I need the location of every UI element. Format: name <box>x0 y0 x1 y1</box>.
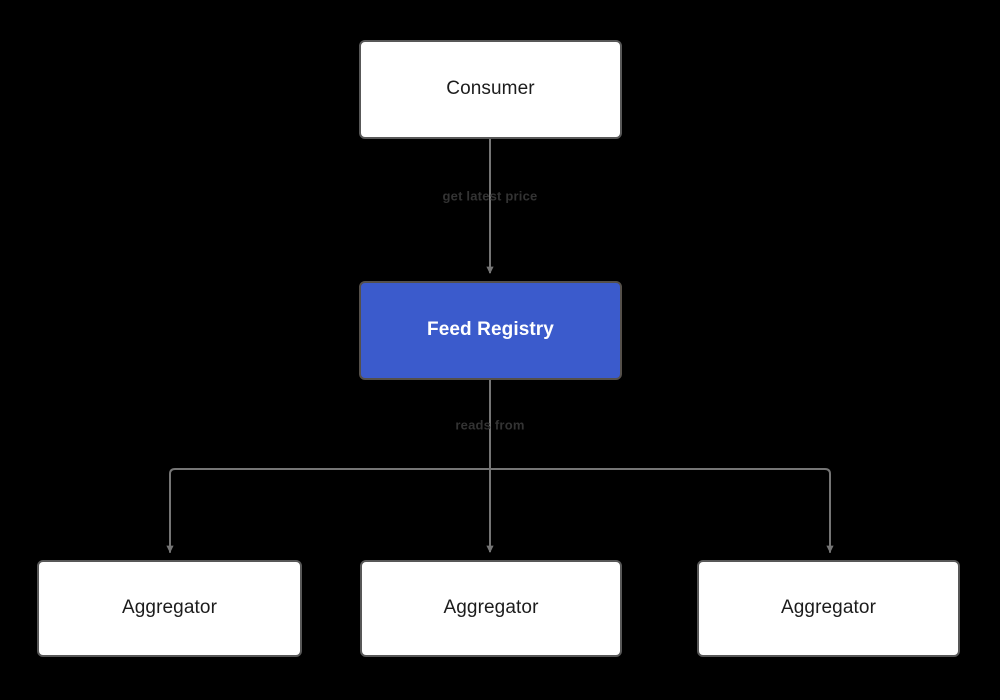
node-consumer-label: Consumer <box>446 78 535 100</box>
node-consumer[interactable]: Consumer <box>359 40 622 139</box>
node-aggregator-3[interactable]: Aggregator <box>697 560 960 657</box>
node-aggregator-2[interactable]: Aggregator <box>360 560 622 657</box>
node-feed-registry-label: Feed Registry <box>427 319 554 341</box>
node-feed-registry[interactable]: Feed Registry <box>359 281 622 380</box>
edge-feed-registry-to-aggregator-3 <box>489 468 834 553</box>
node-aggregator-1[interactable]: Aggregator <box>37 560 302 657</box>
node-aggregator-1-label: Aggregator <box>121 597 217 619</box>
node-aggregator-2-label: Aggregator <box>443 597 539 619</box>
edge-feed-registry-to-aggregator-1 <box>166 468 491 553</box>
edge-label-get-latest-price: get latest price <box>442 188 538 204</box>
edge-label-reads-from: reads from <box>455 417 525 433</box>
node-aggregator-3-label: Aggregator <box>780 597 876 619</box>
